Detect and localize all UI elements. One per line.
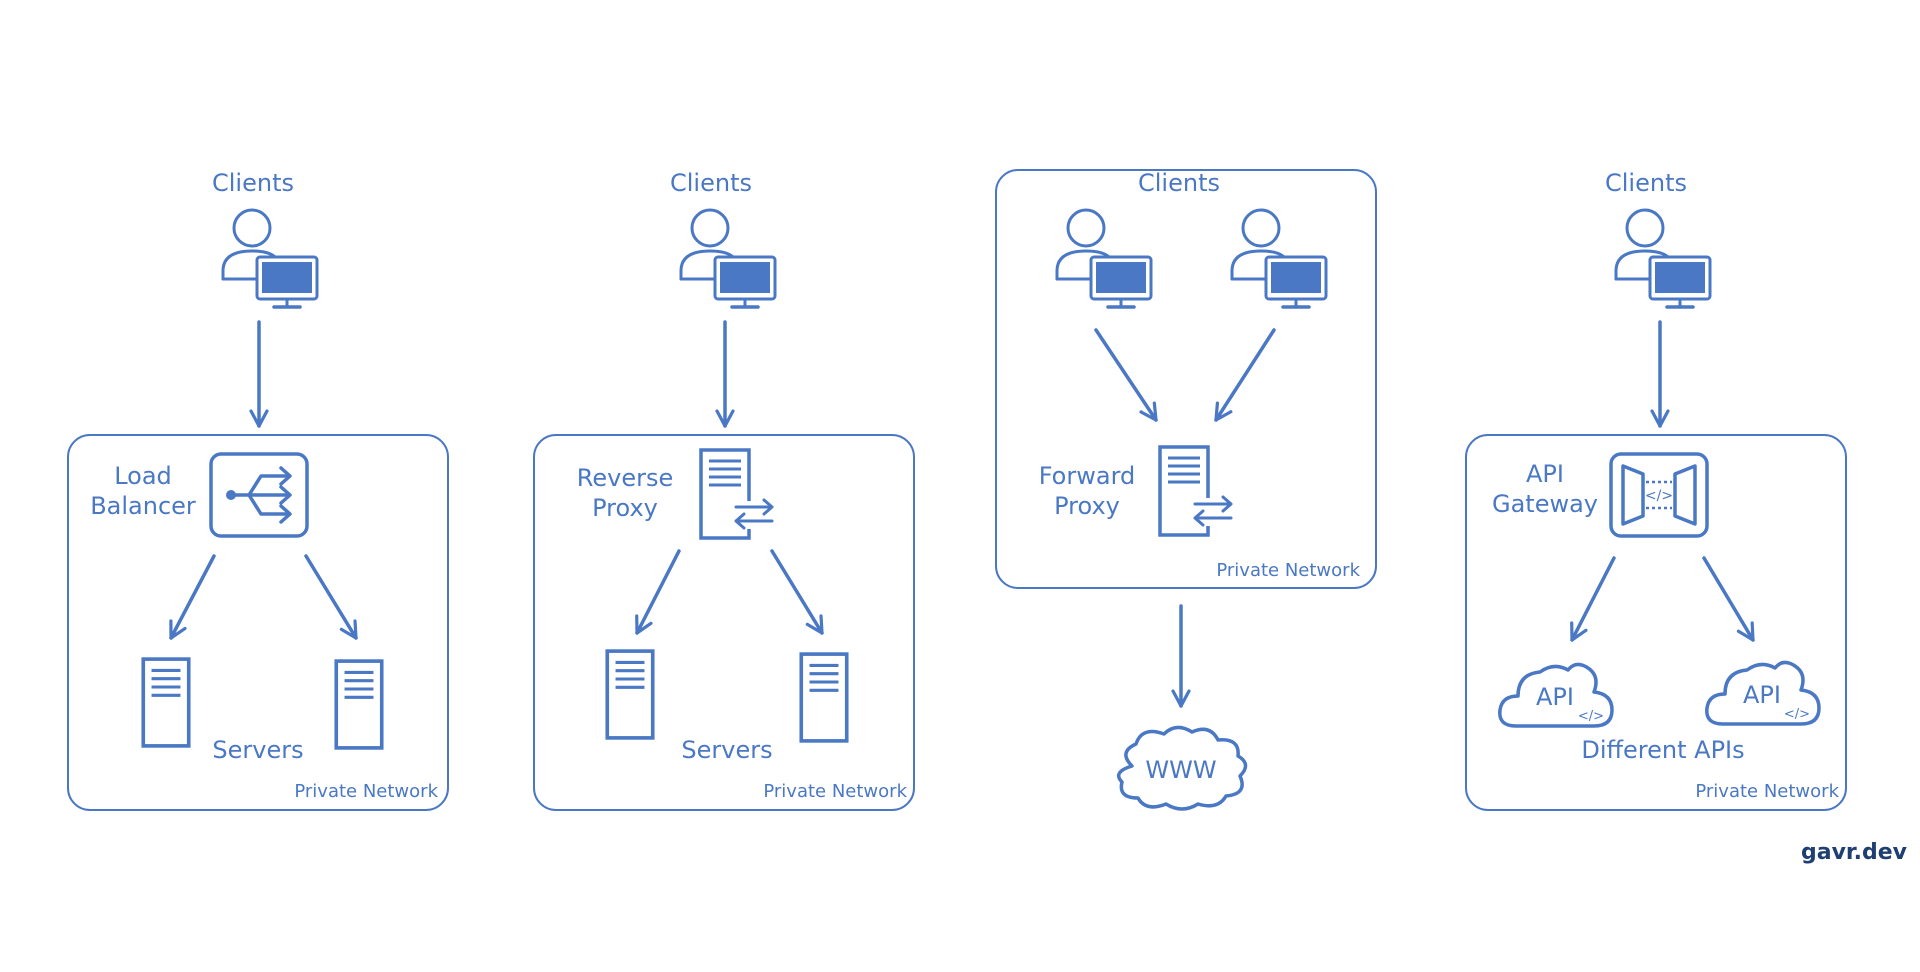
- reverse-proxy-panel: Clients Reverse Proxy Servers Private Ne…: [533, 169, 915, 811]
- route-arrow-left: [1570, 556, 1616, 642]
- private-network-label: Private Network: [763, 781, 907, 802]
- clients-label: Clients: [212, 169, 294, 197]
- component-label-line1: Load: [114, 462, 172, 490]
- load-balancer-icon: [209, 452, 309, 538]
- servers-label: Servers: [212, 736, 303, 764]
- component-label-line2: Balancer: [90, 492, 196, 520]
- client-icon: [1614, 208, 1712, 309]
- request-arrow-left: [1094, 328, 1158, 422]
- private-network-box: [995, 169, 1377, 589]
- code-glyph: </>: [1645, 488, 1673, 504]
- load-balancer-panel: Clients Load Balancer Servers Private Ne…: [67, 169, 449, 811]
- server-icon: [799, 652, 849, 743]
- server-icon: [334, 659, 384, 750]
- component-label-line2: Proxy: [1054, 492, 1120, 520]
- route-arrow-right: [770, 549, 824, 635]
- private-network-label: Private Network: [1216, 560, 1360, 581]
- api-label: API: [1536, 683, 1574, 711]
- api-gateway-panel: Clients API Gateway </> API </> API </> …: [1465, 169, 1847, 811]
- client-icon: [1230, 208, 1328, 309]
- component-label-line2: Gateway: [1492, 490, 1598, 518]
- private-network-box: [1465, 434, 1847, 811]
- clients-label: Clients: [670, 169, 752, 197]
- different-apis-label: Different APIs: [1581, 736, 1744, 764]
- code-glyph: </>: [1784, 707, 1810, 722]
- private-network-label: Private Network: [294, 781, 438, 802]
- route-arrow-right: [304, 554, 358, 640]
- request-arrow-right: [1214, 328, 1276, 422]
- component-label-line1: Reverse: [577, 464, 673, 492]
- www-label: WWW: [1145, 756, 1216, 784]
- clients-label: Clients: [1138, 169, 1220, 197]
- client-icon: [1055, 208, 1153, 309]
- client-icon: [221, 208, 319, 309]
- brand-watermark: gavr.dev: [1801, 840, 1908, 865]
- code-glyph: </>: [1578, 709, 1604, 724]
- private-network-label: Private Network: [1695, 781, 1839, 802]
- api-label: API: [1743, 681, 1781, 709]
- route-arrow-right: [1702, 556, 1755, 642]
- component-label-line2: Proxy: [592, 494, 658, 522]
- component-label-line1: Forward: [1039, 462, 1136, 490]
- private-network-box: [67, 434, 449, 811]
- proxy-server-icon: [1158, 445, 1237, 537]
- client-icon: [679, 208, 777, 309]
- private-network-box: [533, 434, 915, 811]
- server-icon: [141, 657, 191, 748]
- proxy-server-icon: [699, 448, 778, 540]
- component-label-line1: API: [1526, 460, 1564, 488]
- route-arrow-left: [169, 554, 216, 640]
- route-arrow-left: [635, 549, 681, 635]
- server-icon: [605, 649, 655, 740]
- clients-label: Clients: [1605, 169, 1687, 197]
- forward-proxy-panel: Clients Forward Proxy Private Network WW…: [995, 169, 1377, 811]
- servers-label: Servers: [681, 736, 772, 764]
